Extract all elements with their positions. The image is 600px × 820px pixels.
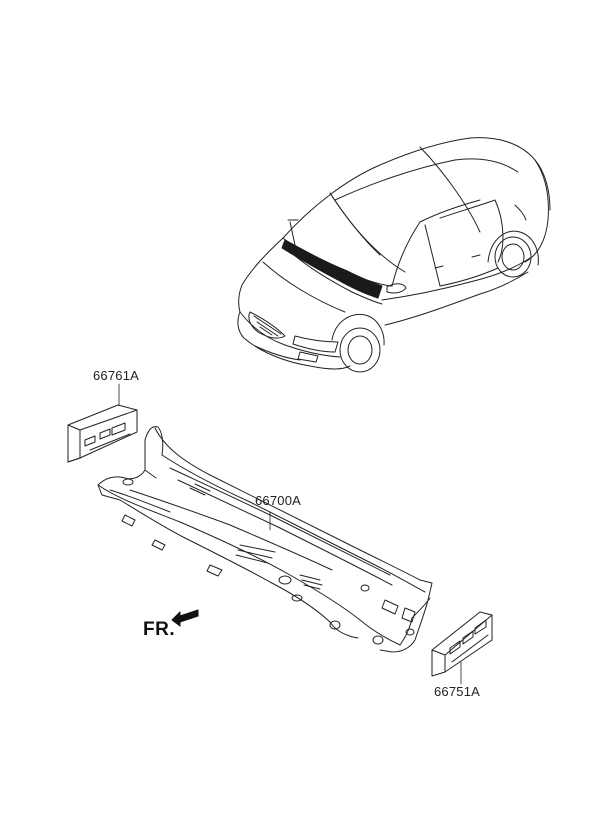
car-illustration bbox=[237, 137, 551, 373]
part-label-66700A: 66700A bbox=[255, 493, 302, 508]
part-label-66761A: 66761A bbox=[93, 368, 140, 383]
front-label: FR. bbox=[143, 619, 176, 640]
part-label-66751A: 66751A bbox=[434, 684, 481, 699]
front-direction-arrow-icon bbox=[171, 609, 199, 627]
cowl-panel-assembly bbox=[97, 426, 433, 653]
left-side-panel bbox=[67, 383, 138, 463]
right-side-panel bbox=[431, 611, 493, 685]
